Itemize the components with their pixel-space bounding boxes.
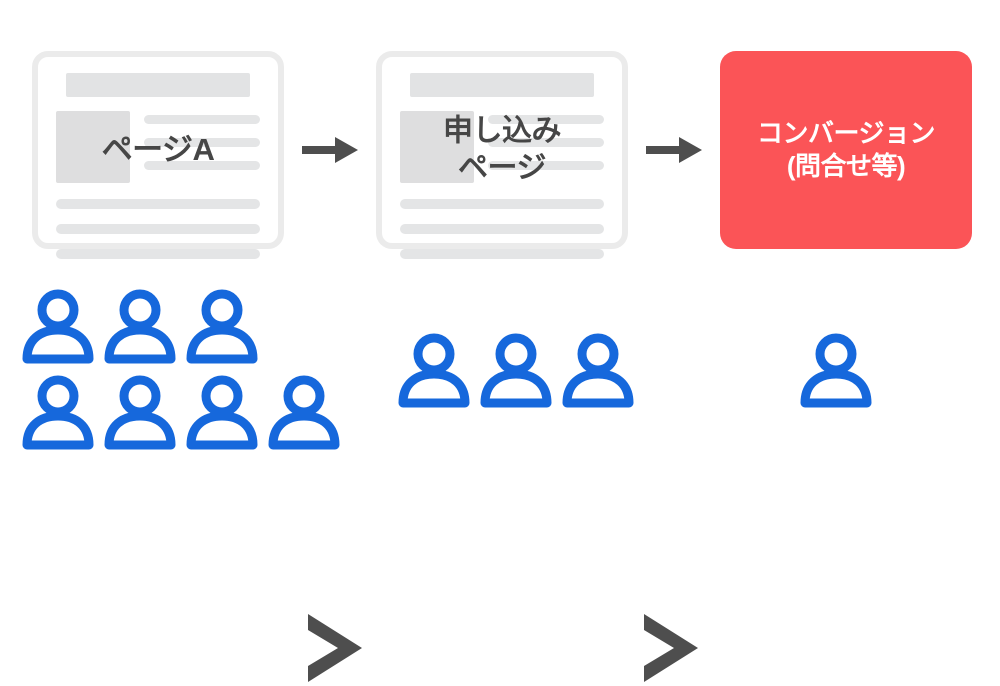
- skeleton-thumbnail: [56, 111, 130, 183]
- skeleton-text-line: [400, 199, 604, 209]
- skeleton-text-line: [56, 199, 260, 209]
- audience-volume-row: [0, 282, 1000, 682]
- skeleton-content-block: [56, 111, 260, 183]
- person-icon: [22, 375, 94, 450]
- stage-card-application-page[interactable]: 申し込み ページ: [376, 51, 628, 259]
- skeleton-text-line: [144, 115, 260, 124]
- skeleton-text-line: [56, 224, 260, 234]
- stage-card-conversion[interactable]: コンバージョン (問合せ等): [720, 51, 972, 249]
- people-group-conversion: [800, 330, 872, 408]
- person-icon: [22, 289, 94, 364]
- skeleton-text-line: [488, 138, 604, 147]
- skeleton-header-bar: [66, 73, 250, 97]
- person-icon: [186, 289, 258, 364]
- person-icon: [398, 333, 470, 408]
- person-icon: [480, 333, 552, 408]
- stage-card-page-a[interactable]: ページA: [32, 51, 284, 259]
- skeleton-text-line: [144, 161, 260, 170]
- person-icon: [268, 375, 340, 450]
- flow-arrow-2-container: [628, 133, 720, 167]
- skeleton-bottom-lines: [56, 199, 260, 259]
- greater-than-icon-1: [308, 614, 362, 682]
- skeleton-text-line: [488, 161, 604, 170]
- page-skeleton-mockup: [382, 57, 622, 259]
- skeleton-thumbnail: [400, 111, 474, 183]
- skeleton-text-line: [400, 224, 604, 234]
- skeleton-text-line: [56, 249, 260, 259]
- skeleton-text-line: [400, 249, 604, 259]
- stage-label-page-a: ページA: [101, 132, 215, 168]
- people-row-top: [800, 330, 872, 408]
- person-icon: [104, 289, 176, 364]
- funnel-stage-row: ページA 申し込み ページ: [0, 45, 1000, 259]
- people-row-top: [22, 286, 340, 364]
- person-icon: [186, 375, 258, 450]
- people-row-top: [398, 330, 634, 408]
- stage-label-conversion: コンバージョン (問合せ等): [757, 117, 935, 181]
- flow-arrow-1-container: [284, 133, 376, 167]
- page-skeleton-mockup: [38, 57, 278, 259]
- person-icon: [104, 375, 176, 450]
- arrow-right-icon: [646, 137, 702, 163]
- people-group-application-page: [398, 330, 634, 408]
- skeleton-side-lines: [488, 111, 604, 183]
- arrow-right-icon: [302, 137, 358, 163]
- person-icon: [562, 333, 634, 408]
- skeleton-side-lines: [144, 111, 260, 183]
- skeleton-text-line: [488, 115, 604, 124]
- stage-label-application-page: 申し込み ページ: [443, 114, 562, 184]
- skeleton-bottom-lines: [400, 199, 604, 259]
- people-row-bottom: [22, 372, 340, 450]
- person-icon: [800, 333, 872, 408]
- skeleton-header-bar: [410, 73, 594, 97]
- skeleton-content-block: [400, 111, 604, 183]
- people-group-page-a: [22, 286, 340, 450]
- skeleton-text-line: [144, 138, 260, 147]
- greater-than-icon-2: [644, 614, 698, 682]
